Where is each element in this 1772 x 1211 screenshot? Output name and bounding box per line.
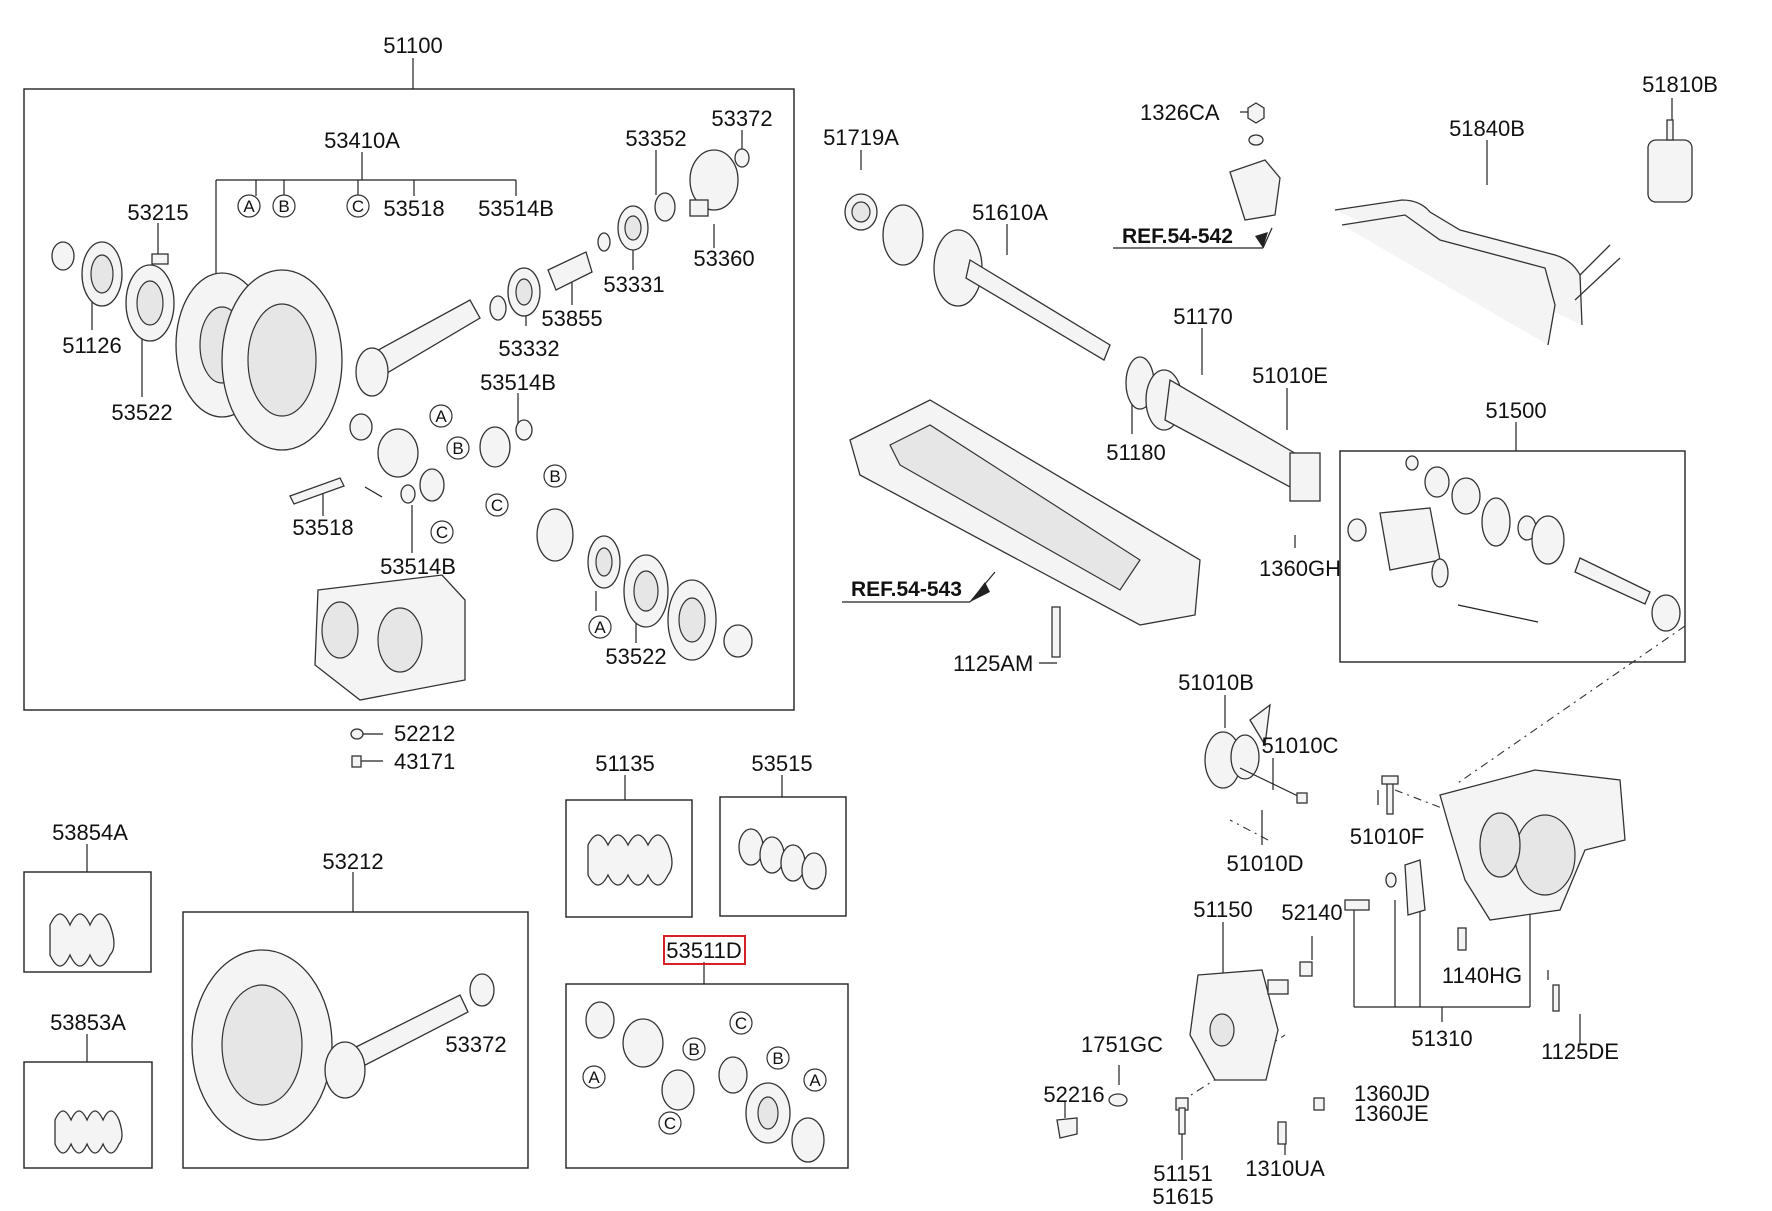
marker-a: A: [588, 1068, 600, 1087]
part-shapes: [49, 102, 1693, 1163]
part-label-53372-low[interactable]: 53372: [445, 1032, 506, 1057]
part-label-53511D[interactable]: 53511D: [666, 938, 741, 963]
part-label-52212[interactable]: 52212: [394, 721, 455, 746]
group-box-51500: [1339, 450, 1686, 663]
part-label-51135[interactable]: 51135: [595, 751, 655, 776]
group-box-53515: [719, 796, 847, 917]
leader-lines: [86, 58, 1673, 1160]
part-label-51100[interactable]: 51100: [383, 33, 443, 58]
part-label-53514B-low[interactable]: 53514B: [380, 554, 456, 579]
circled-markers: A B C A B C C B A A B C C B A: [237, 194, 827, 1135]
part-label-53854A[interactable]: 53854A: [52, 820, 128, 845]
marker-b: B: [772, 1049, 783, 1068]
part-label-51810B[interactable]: 51810B: [1642, 72, 1718, 97]
part-label-53853A[interactable]: 53853A: [50, 1010, 126, 1035]
part-label-53332[interactable]: 53332: [498, 336, 559, 361]
part-label-53522-left[interactable]: 53522: [111, 400, 172, 425]
part-label-51310[interactable]: 51310: [1411, 1026, 1472, 1051]
part-label-51151[interactable]: 51151: [1153, 1161, 1213, 1186]
part-label-53514B-mid[interactable]: 53514B: [480, 370, 556, 395]
part-label-52216[interactable]: 52216: [1043, 1082, 1104, 1107]
part-label-53515[interactable]: 53515: [751, 751, 812, 776]
part-label-1751GC[interactable]: 1751GC: [1081, 1032, 1163, 1057]
part-label-53518-low[interactable]: 53518: [292, 515, 353, 540]
part-label-43171[interactable]: 43171: [394, 749, 455, 774]
part-label-51500[interactable]: 51500: [1485, 398, 1546, 423]
part-label-1360JD[interactable]: 1360JD: [1354, 1081, 1430, 1106]
group-box-53853A: [23, 1061, 153, 1169]
ref-arrows: [969, 227, 1273, 603]
part-label-1326CA[interactable]: 1326CA: [1140, 100, 1220, 125]
group-box-53212: [182, 911, 529, 1169]
part-label-53522-low[interactable]: 53522: [605, 644, 666, 669]
part-label-53855[interactable]: 53855: [541, 306, 602, 331]
group-box-51100: [23, 88, 795, 711]
part-label-51180[interactable]: 51180: [1106, 440, 1166, 465]
marker-c: C: [664, 1114, 676, 1133]
part-label-53331[interactable]: 53331: [603, 272, 664, 297]
marker-b: B: [452, 439, 463, 458]
part-label-51010E[interactable]: 51010E: [1252, 363, 1328, 388]
group-box-53511D: [565, 983, 849, 1169]
part-label-51150[interactable]: 51150: [1193, 897, 1253, 922]
marker-a: A: [243, 197, 255, 216]
ref-label-54-542[interactable]: REF.54-542: [1122, 225, 1233, 248]
marker-b: B: [549, 467, 560, 486]
marker-c: C: [352, 197, 364, 216]
part-label-51010D[interactable]: 51010D: [1226, 851, 1303, 876]
part-label-52140[interactable]: 52140: [1281, 900, 1342, 925]
part-label-51615[interactable]: 51615: [1152, 1184, 1213, 1209]
marker-a: A: [594, 618, 606, 637]
part-label-53352[interactable]: 53352: [625, 126, 686, 151]
marker-a: A: [809, 1071, 821, 1090]
part-label-53372-top[interactable]: 53372: [711, 106, 772, 131]
part-label-51126[interactable]: 51126: [62, 333, 122, 358]
part-label-51010F[interactable]: 51010F: [1350, 824, 1425, 849]
part-label-51170[interactable]: 51170: [1173, 304, 1233, 329]
highlight-box-53511D: [663, 935, 746, 965]
part-label-51719A[interactable]: 51719A: [823, 125, 899, 150]
part-label-1310UA[interactable]: 1310UA: [1245, 1156, 1325, 1181]
part-label-53212[interactable]: 53212: [322, 849, 383, 874]
part-label-1360GH[interactable]: 1360GH: [1259, 556, 1341, 581]
ref-label-54-543[interactable]: REF.54-543: [851, 578, 962, 601]
part-label-53514B-top[interactable]: 53514B: [478, 196, 554, 221]
group-box-51135: [565, 799, 693, 918]
part-labels: 51100 53410A 53518 53514B 53215 51126 53…: [50, 33, 1718, 1209]
marker-b: B: [688, 1040, 699, 1059]
ref-labels: REF.54-542 REF.54-543: [851, 225, 1233, 601]
marker-c: C: [735, 1014, 747, 1033]
part-label-1360JE[interactable]: 1360JE: [1354, 1101, 1429, 1126]
part-label-1125DE[interactable]: 1125DE: [1541, 1039, 1619, 1064]
marker-a: A: [435, 407, 447, 426]
part-label-1140HG[interactable]: 1140HG: [1442, 963, 1522, 988]
part-label-53360[interactable]: 53360: [693, 246, 754, 271]
part-label-1125AM[interactable]: 1125AM: [953, 651, 1033, 676]
marker-c: C: [436, 523, 448, 542]
part-label-51010B[interactable]: 51010B: [1178, 670, 1254, 695]
marker-c: C: [491, 496, 503, 515]
part-label-51010C[interactable]: 51010C: [1261, 733, 1338, 758]
part-label-53518-top[interactable]: 53518: [383, 196, 444, 221]
marker-b: B: [278, 197, 289, 216]
part-label-53410A[interactable]: 53410A: [324, 128, 400, 153]
part-label-51610A[interactable]: 51610A: [972, 200, 1048, 225]
part-label-53215[interactable]: 53215: [127, 200, 188, 225]
part-label-51840B[interactable]: 51840B: [1449, 116, 1525, 141]
